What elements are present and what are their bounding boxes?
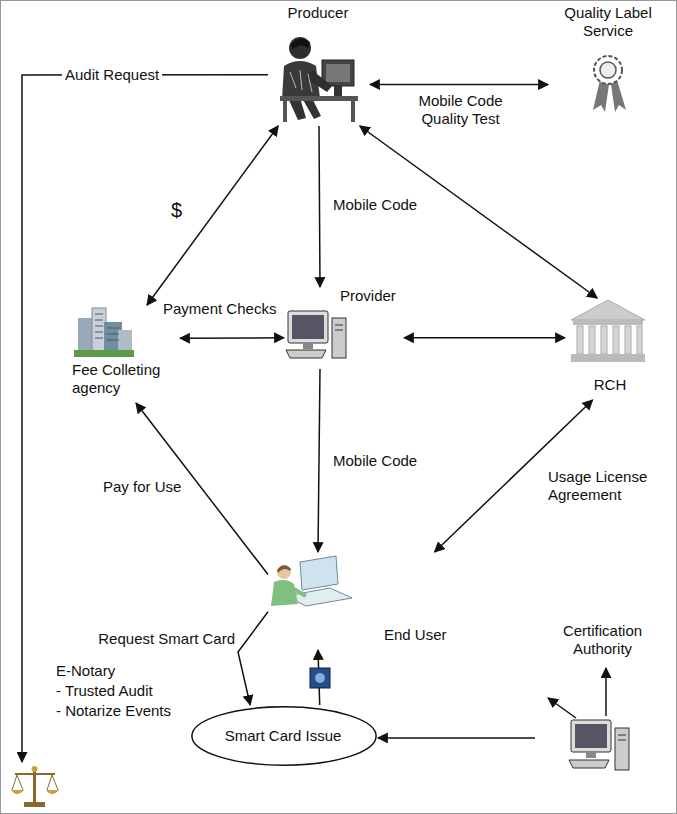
node-label: Fee Colleting agency bbox=[72, 361, 178, 397]
edge-label: Mobile Code bbox=[330, 196, 420, 214]
node-label: Producer bbox=[268, 4, 368, 22]
e-notary-node: E-Notary- Trusted Audit- Notarize Events bbox=[10, 762, 60, 808]
connector-arrow bbox=[147, 126, 278, 305]
edge-label: Usage License Agreement bbox=[545, 468, 673, 504]
edge-label: Pay for Use bbox=[100, 478, 184, 496]
connector-arrow bbox=[370, 84, 548, 86]
connector-arrow bbox=[378, 737, 535, 739]
provider-computer-icon bbox=[286, 311, 346, 358]
edge-label: Request Smart Card bbox=[84, 630, 238, 648]
quality-label-node: Quality Label Service bbox=[548, 4, 670, 116]
agency-node: Fee Colleting agency bbox=[70, 305, 180, 403]
connector-arrow bbox=[180, 337, 284, 339]
certification-authority-node: Certification Authority bbox=[535, 622, 672, 797]
node-label: Quality Label Service bbox=[548, 4, 668, 40]
provider-node: Provider bbox=[284, 287, 404, 369]
edge-label: Payment Checks bbox=[160, 300, 279, 318]
scales-of-justice-icon bbox=[11, 766, 59, 807]
node-label: Certification Authority bbox=[535, 622, 670, 658]
edge-label: Mobile Code Quality Test bbox=[395, 92, 526, 128]
connector-arrow bbox=[319, 126, 320, 287]
edge-label: Audit Request bbox=[62, 66, 162, 84]
connector-arrow bbox=[238, 612, 268, 705]
agency-building-icon bbox=[74, 308, 134, 357]
edge-label: Mobile Code bbox=[330, 452, 420, 470]
edge-label: $ bbox=[168, 198, 185, 222]
smart-card-issue-ellipse: Smart Card Issue bbox=[190, 705, 378, 767]
quality-ribbon-icon bbox=[593, 56, 626, 112]
node-label: E-Notary bbox=[56, 662, 115, 680]
producer-node: Producer bbox=[268, 4, 370, 126]
connector-arrow bbox=[318, 369, 320, 552]
end-user-node: End User bbox=[268, 552, 464, 650]
connector-arrow bbox=[404, 337, 565, 339]
connector-arrow bbox=[22, 75, 268, 762]
bank-building-icon bbox=[571, 300, 645, 362]
node-label: Provider bbox=[340, 287, 396, 305]
producer-icon bbox=[280, 37, 358, 122]
clearing-house-node: RCH bbox=[565, 298, 657, 400]
node-label: RCH bbox=[565, 376, 655, 394]
smart-card-icon bbox=[310, 668, 330, 688]
node-label: - Notarize Events bbox=[56, 702, 171, 720]
authority-computer-icon bbox=[548, 668, 629, 770]
node-label: - Trusted Audit bbox=[56, 682, 153, 700]
node-label: Smart Card Issue bbox=[190, 727, 376, 745]
node-label: End User bbox=[384, 626, 447, 644]
end-user-icon bbox=[271, 556, 352, 606]
